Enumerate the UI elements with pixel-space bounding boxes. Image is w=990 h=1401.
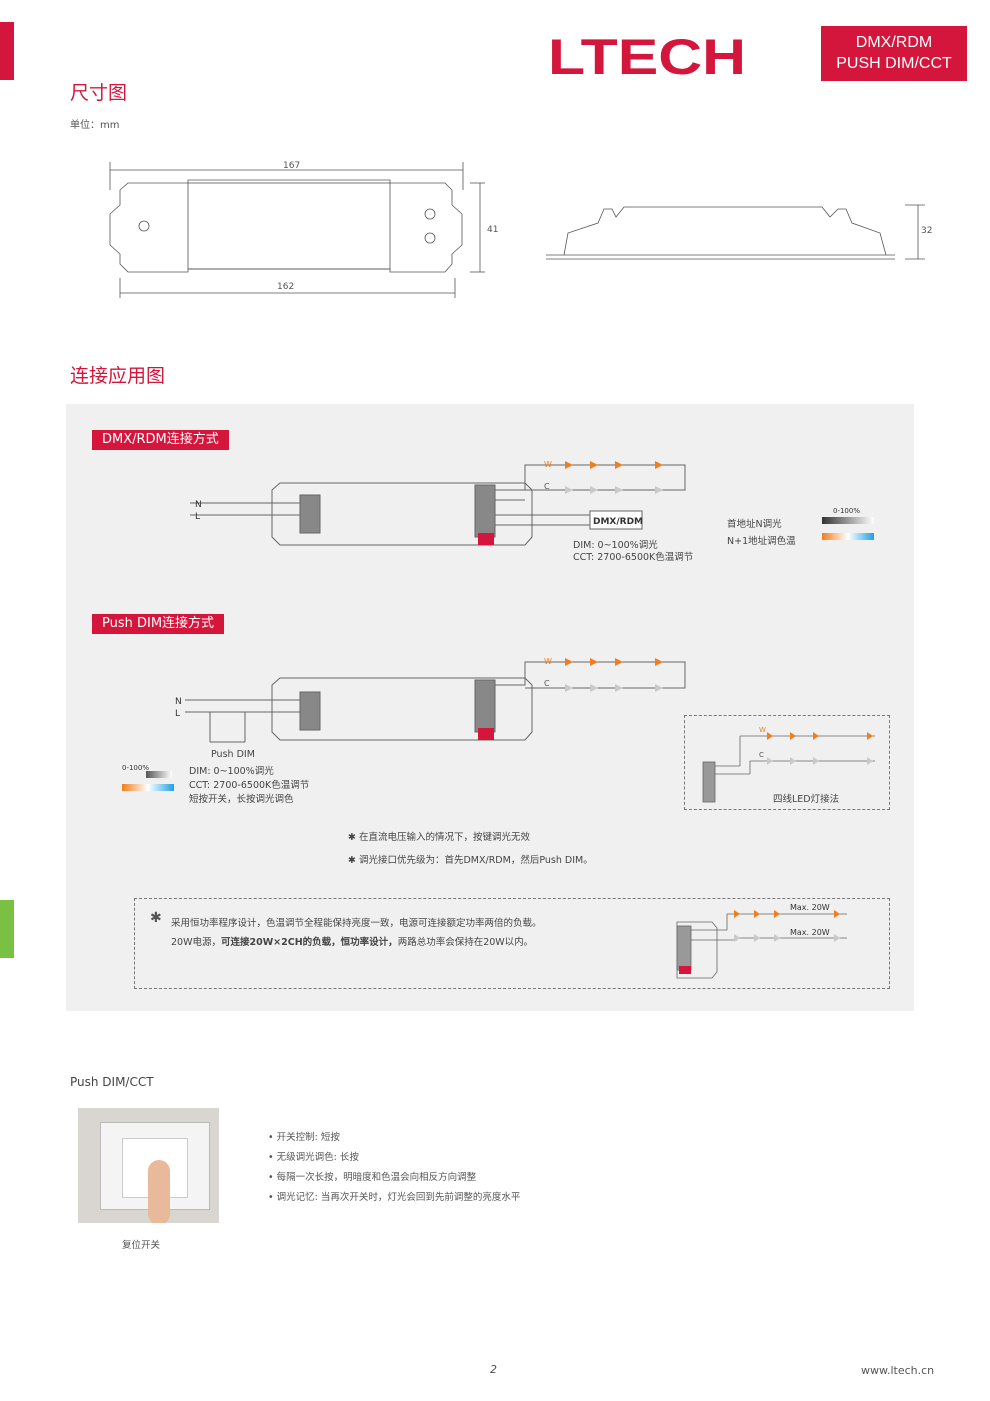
dmx-w-label: W — [544, 460, 552, 469]
push-dim-gradient — [146, 771, 172, 778]
push-mode-tag: Push DIM连接方式 — [92, 614, 225, 634]
push-bullet-4: • 调光记忆: 当再次开关时，灯光会回到先前调整的亮度水平 — [268, 1192, 521, 1203]
top-view-drawing: 167 41 162 — [109, 161, 498, 298]
push-n-label: N — [175, 697, 182, 707]
dmx-warm-leds — [565, 461, 663, 469]
dimension-title: 尺寸图 — [70, 82, 128, 104]
four-wire-diagram: W C — [702, 726, 875, 803]
dim-width-total: 167 — [283, 161, 300, 171]
inset-c-label: C — [759, 751, 764, 759]
push-l-label: L — [175, 709, 180, 719]
cct-gradient-bar — [822, 533, 874, 540]
constant-power-box — [134, 898, 890, 989]
addr-n1-text: N+1地址调色温 — [727, 536, 796, 547]
push-cct-text: CCT: 2700-6500K色温调节 — [189, 780, 310, 791]
four-wire-inset: W C — [684, 715, 890, 810]
dmx-dim-text: DIM: 0~100%调光 — [573, 540, 658, 551]
power-note-line2c: 两路总功率会保持在20W以内。 — [397, 937, 534, 948]
four-wire-caption: 四线LED灯接法 — [773, 794, 840, 805]
dim-width-inner: 162 — [277, 282, 294, 292]
asterisk-icon: ✱ — [150, 910, 162, 926]
push-section-title: Push DIM/CCT — [70, 1075, 154, 1089]
range-label-push: 0-100% — [122, 764, 149, 772]
dmx-cct-text: CCT: 2700-6500K色温调节 — [573, 552, 694, 563]
power-note-line1: 采用恒功率程序设计，色温调节全程能保持亮度一致，电源可连接额定功率两倍的负载。 — [171, 918, 542, 929]
addr-n-text: 首地址N调光 — [727, 519, 782, 530]
dmx-box-label: DMX/RDM — [593, 517, 643, 527]
dim-gradient-bar — [822, 517, 874, 524]
dmx-c-label: C — [544, 482, 550, 491]
push-wiring-diagram: N L W C — [175, 657, 686, 743]
dmx-n-label: N — [195, 500, 202, 510]
switch-caption: 复位开关 — [122, 1240, 161, 1251]
side-accent-red — [0, 22, 14, 80]
note-priority: ✱ 调光接口优先级为：首先DMX/RDM，然后Push DIM。 — [348, 855, 593, 866]
push-bullet-3: • 每隔一次长按，明暗度和色温会向相反方向调整 — [268, 1172, 477, 1183]
dim-thickness: 32 — [921, 226, 932, 236]
side-accent-green — [0, 900, 14, 958]
push-bullet-2: • 无级调光调色: 长按 — [268, 1152, 359, 1163]
dim-height: 41 — [487, 225, 498, 235]
push-c-label: C — [544, 679, 550, 688]
power-note-line2a: 20W电源， — [171, 937, 221, 948]
page-number: 2 — [490, 1363, 497, 1376]
switch-photo — [78, 1108, 219, 1223]
inset-w-label: W — [759, 726, 766, 734]
push-usage-text: 短按开关，长按调光调色 — [189, 794, 294, 805]
power-note-line2b: 可连接20W×2CH的负载，恒功率设计， — [220, 937, 398, 948]
logo-text: LTECH — [548, 30, 746, 80]
website-url: www.ltech.cn — [861, 1364, 935, 1377]
ltech-logo: LTECH — [548, 30, 746, 80]
push-dim-text: DIM: 0~100%调光 — [189, 766, 274, 777]
product-badge: DMX/RDM PUSH DIM/CCT — [821, 26, 967, 81]
dmx-wiring-diagram: N L W C DMX/RDM — [190, 460, 686, 546]
note-dc-input: ✱ 在直流电压输入的情况下，按键调光无效 — [348, 832, 530, 843]
dmx-cool-leds — [565, 486, 663, 494]
push-w-label: W — [544, 657, 552, 666]
unit-label: 单位：mm — [70, 120, 120, 131]
dmx-mode-tag: DMX/RDM连接方式 — [92, 430, 229, 450]
connection-title: 连接应用图 — [70, 365, 166, 387]
push-bullet-list: • 开关控制: 短按 • 无级调光调色: 长按 • 每隔一次长按，明暗度和色温会… — [268, 1128, 520, 1208]
max-power-1: Max. 20W — [790, 903, 830, 912]
finger — [148, 1160, 170, 1223]
badge-line2: PUSH DIM/CCT — [836, 55, 952, 72]
push-dim-title: Push DIM — [211, 749, 255, 760]
power-note-line2: 20W电源，可连接20W×2CH的负载，恒功率设计，两路总功率会保持在20W以内… — [171, 934, 533, 948]
push-bullet-1: • 开关控制: 短按 — [268, 1132, 340, 1143]
dmx-l-label: L — [195, 512, 200, 522]
badge-line1: DMX/RDM — [855, 34, 933, 51]
push-warm-leds — [565, 658, 663, 666]
side-view-drawing: 32 — [546, 204, 932, 260]
constant-power-diagram: Max. 20W Max. 20W — [676, 903, 847, 979]
range-label-dmx: 0-100% — [833, 507, 860, 515]
max-power-2: Max. 20W — [790, 928, 830, 937]
push-cool-leds — [565, 684, 663, 692]
push-cct-gradient — [122, 784, 174, 791]
